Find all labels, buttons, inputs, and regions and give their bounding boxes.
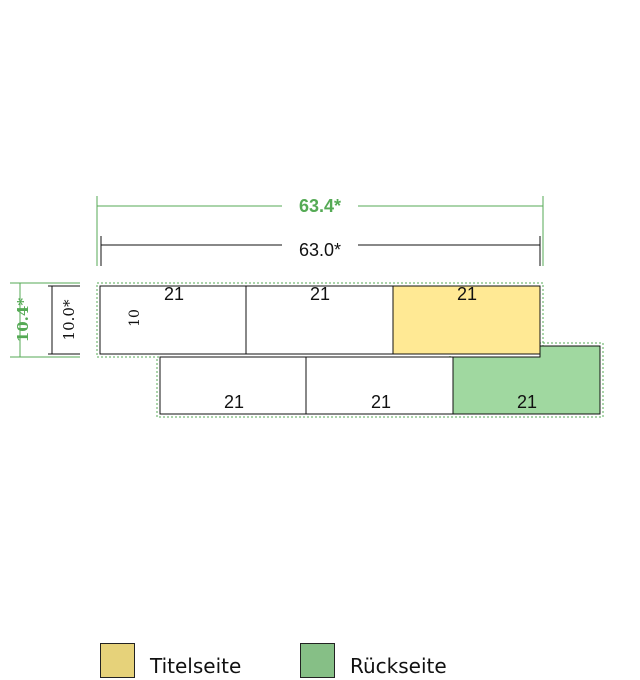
bottom-panel-1 — [159, 356, 307, 415]
legend-label-front: Titelseite — [150, 654, 242, 678]
outer-height-label: 10.4* — [14, 298, 32, 343]
legend-swatch-back — [300, 643, 335, 678]
outer-height-dimension — [10, 282, 80, 358]
top-panel-1 — [99, 285, 247, 355]
inner-height-dimension — [48, 285, 80, 355]
inner-width-dimension — [100, 236, 541, 266]
bottom-panel-3-back-cover — [452, 345, 601, 415]
bottom-panel-3-label: 21 — [517, 392, 537, 412]
outer-width-label: 63.4* — [299, 196, 341, 216]
inner-width-label: 63.0* — [299, 240, 341, 260]
top-panel-1-label: 21 — [164, 284, 184, 304]
bottom-panel-2-label: 21 — [371, 392, 391, 412]
top-panel-3-front-cover — [392, 285, 541, 355]
legend-swatch-front — [100, 643, 135, 678]
inner-height-label: 10.0* — [60, 299, 78, 340]
legend-item-back: Rückseite — [300, 640, 447, 678]
top-panel-2-label: 21 — [310, 284, 330, 304]
outer-width-dimension — [96, 196, 544, 266]
top-panel-3-label: 21 — [457, 284, 477, 304]
legend-label-back: Rückseite — [350, 654, 447, 678]
legend-item-front: Titelseite — [100, 640, 241, 678]
bottom-panel-2 — [305, 356, 454, 415]
bottom-panel-1-label: 21 — [224, 392, 244, 412]
panel-height-marker: 10 — [127, 309, 143, 327]
